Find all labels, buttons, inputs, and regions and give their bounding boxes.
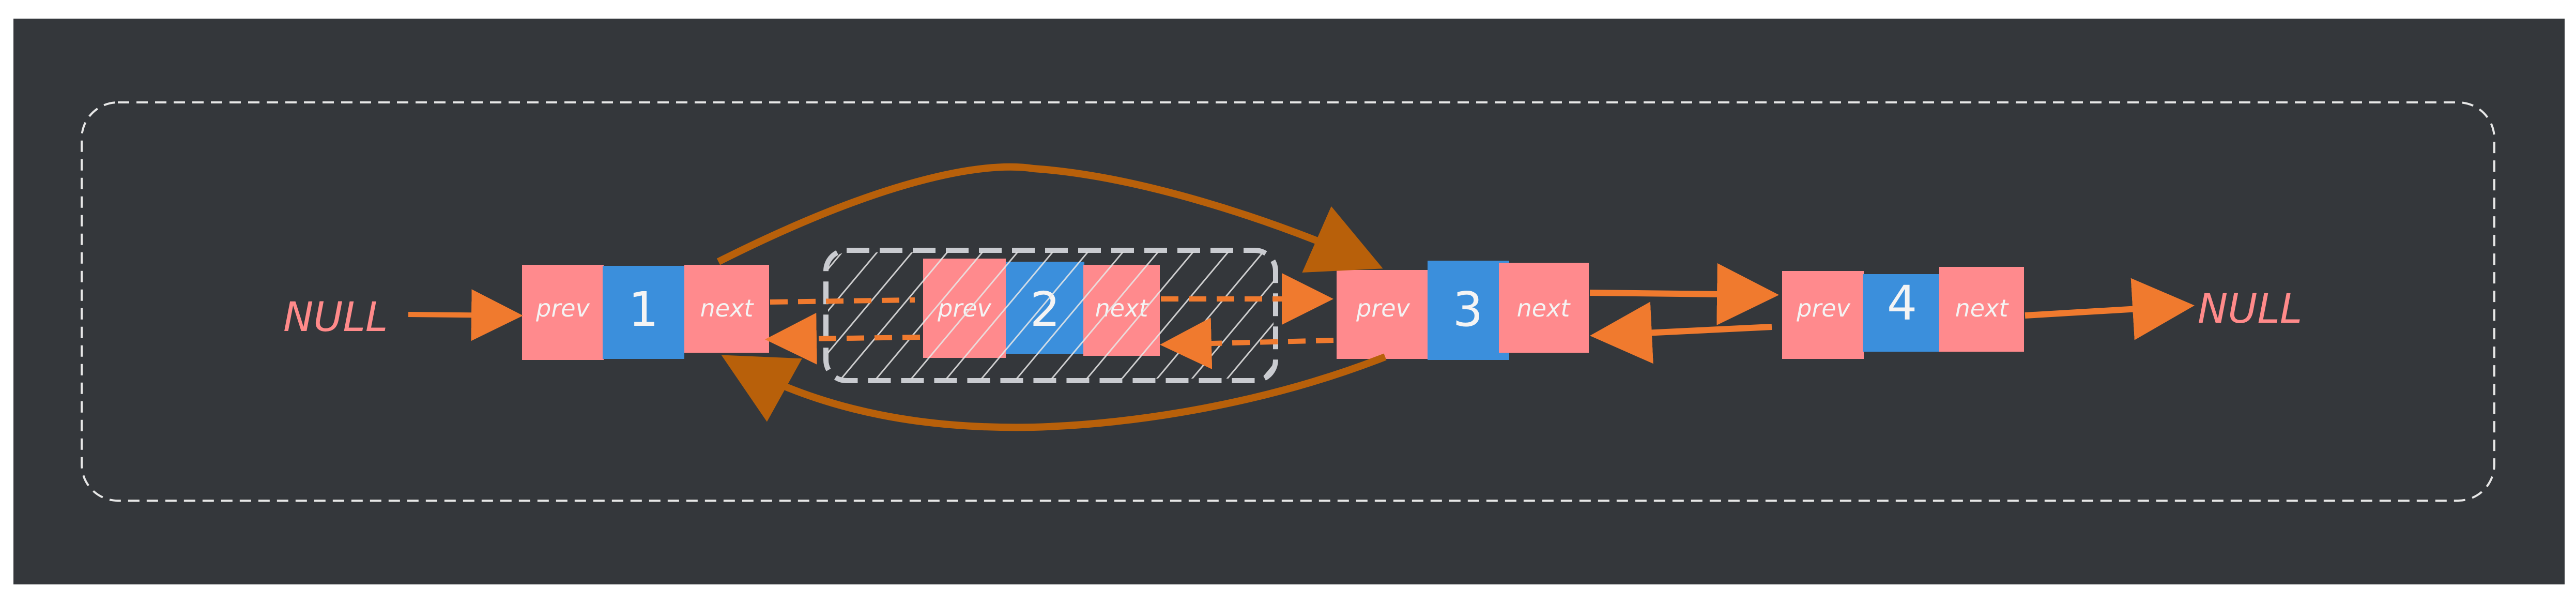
node-1-prev-label: prev <box>535 294 590 322</box>
node-4-value-label: 4 <box>1887 276 1918 331</box>
node-1-value-field <box>603 266 684 359</box>
node-4: prev 4 next <box>1782 267 2024 359</box>
node-4-next-label: next <box>1955 294 2010 322</box>
removed-node-frame <box>823 248 1278 383</box>
node-3-next-label: next <box>1517 294 1571 322</box>
node-4-prev-field <box>1782 271 1864 359</box>
node-1: prev 1 next <box>522 265 769 360</box>
node-3-value-field <box>1428 261 1509 360</box>
node-4-value-field <box>1863 274 1940 352</box>
node-4-prev-label: prev <box>1796 294 1850 322</box>
pointer-null-to-node-1 <box>408 289 523 341</box>
node-3: prev 3 next <box>1337 261 1589 360</box>
node-1-next-field <box>684 265 769 353</box>
pointer-node-4-to-null <box>2025 278 2195 340</box>
node-1-next-label: next <box>700 294 755 322</box>
node-3-prev-field <box>1337 270 1430 359</box>
bypass-node-3-to-node-1 <box>721 353 1387 431</box>
node-3-value-label: 3 <box>1453 282 1483 337</box>
outer-dashed-frame <box>81 101 2495 502</box>
pointer-node-1-to-node-2-old <box>770 297 915 305</box>
pointer-node-4-to-node-3 <box>1590 302 1772 364</box>
removed-node-hatching <box>828 252 1274 379</box>
pointer-node-2-to-node-1-old <box>765 312 921 365</box>
null-label-left: NULL <box>283 294 388 341</box>
node-1-prev-field <box>522 265 604 360</box>
pointer-node-3-to-node-4 <box>1589 263 1779 325</box>
node-3-prev-label: prev <box>1356 294 1410 322</box>
node-4-next-field <box>1939 267 2024 352</box>
null-label-right: NULL <box>2198 286 2302 333</box>
node-3-next-field <box>1499 263 1589 353</box>
bypass-node-1-to-node-3 <box>716 163 1383 273</box>
node-1-value-label: 1 <box>628 282 659 337</box>
